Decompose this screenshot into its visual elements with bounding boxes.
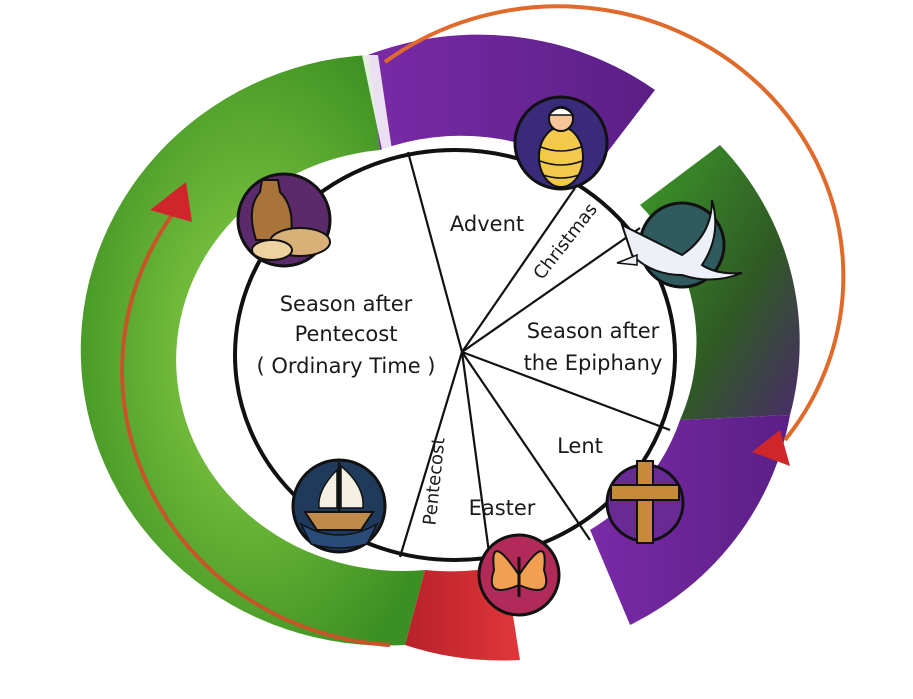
- cycle-arrows: [120, 4, 846, 647]
- left-arrow-arc: [120, 213, 391, 647]
- ring-lent-purple: [590, 415, 790, 625]
- ring-christmas-white: [590, 90, 720, 205]
- cross-icon: [605, 460, 685, 544]
- bread-and-jug-icon: [236, 172, 332, 268]
- label-epiphany-1: Season after: [527, 319, 660, 343]
- butterfly-icon: [477, 533, 561, 617]
- label-ordinary-3: ( Ordinary Time ): [256, 354, 435, 378]
- dove-icon: [616, 199, 743, 289]
- baby-jesus-icon: [513, 95, 609, 191]
- label-epiphany-2: the Epiphany: [524, 351, 663, 375]
- label-ordinary-1: Season after: [280, 292, 413, 316]
- ring-highlight: [362, 55, 392, 150]
- label-lent: Lent: [557, 434, 603, 458]
- center-disc: [233, 148, 677, 562]
- season-dividers: [398, 151, 671, 561]
- label-advent: Advent: [450, 212, 524, 236]
- left-arrow-head: [150, 182, 192, 222]
- label-ordinary-2: Pentecost: [295, 322, 398, 346]
- ship-icon: [291, 458, 387, 554]
- top-arrow-head: [752, 430, 790, 466]
- top-arrow-arc: [383, 4, 846, 442]
- label-easter: Easter: [469, 496, 536, 520]
